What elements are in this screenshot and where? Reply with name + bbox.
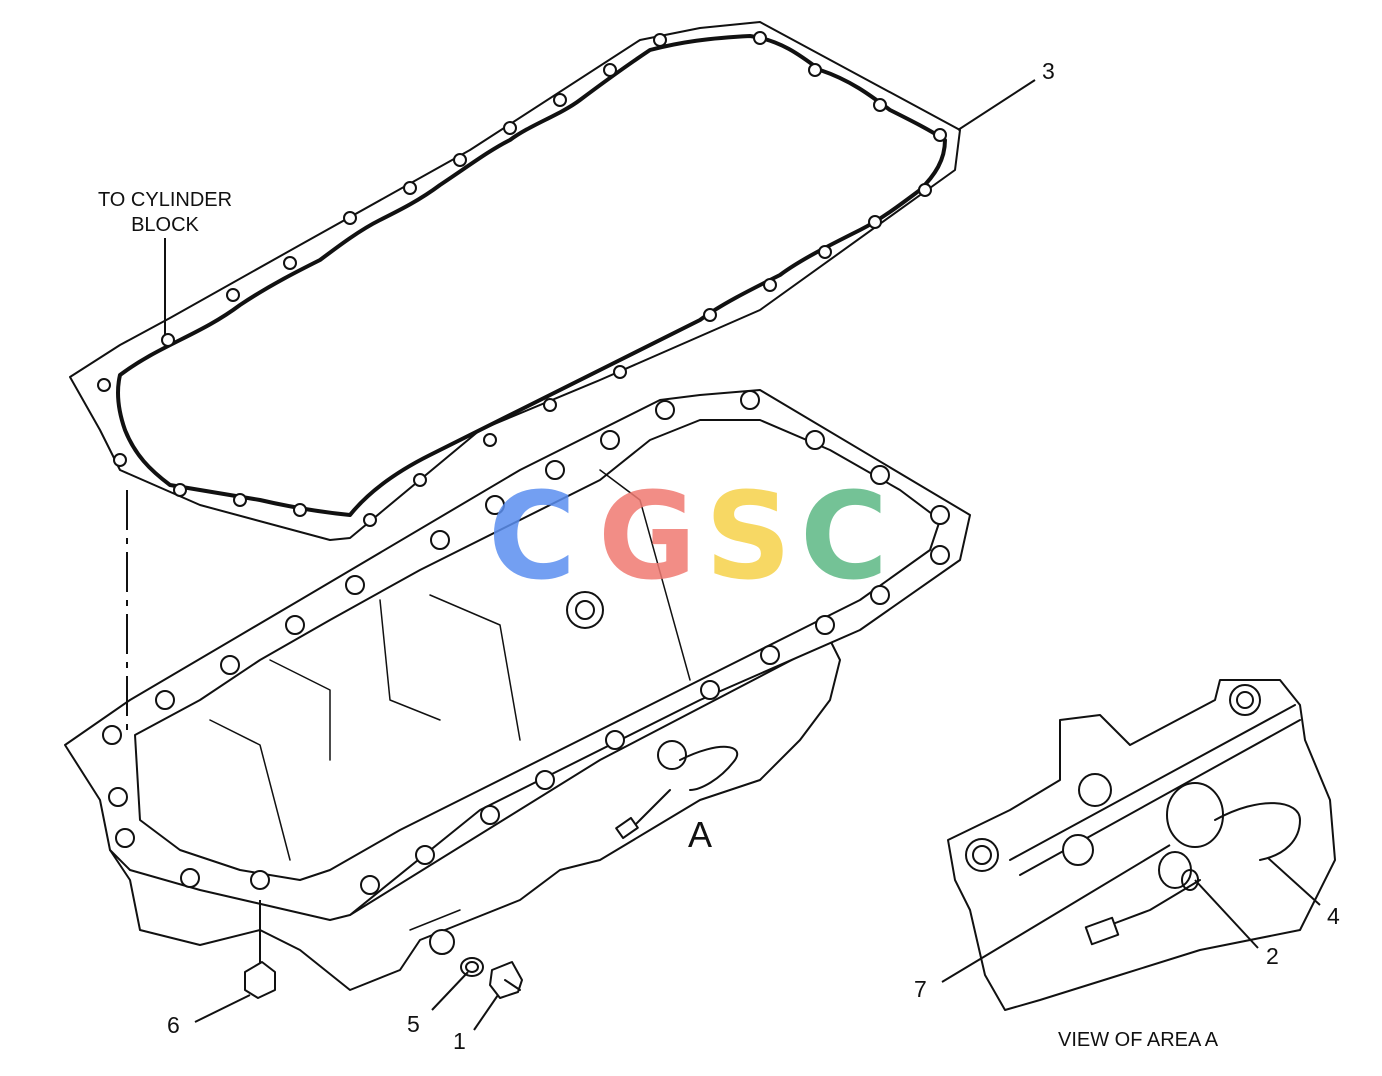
area-a-marker: A <box>688 814 712 855</box>
gasket-bolt-holes <box>97 31 947 527</box>
to-cylinder-block-line1: TO CYLINDER <box>98 189 232 211</box>
oil-pan <box>64 389 971 991</box>
watermark-letter-4: C <box>800 468 888 607</box>
gasket-inner-edge <box>115 34 947 517</box>
leader-6 <box>194 994 251 1023</box>
cgsc-watermark: C G S C <box>488 468 888 607</box>
callout-2: 2 <box>1266 943 1279 969</box>
detail-sensor-2 <box>1084 851 1201 946</box>
leader-2 <box>1194 879 1259 949</box>
watermark-letter-1: C <box>488 468 576 607</box>
callout-6: 6 <box>167 1012 180 1038</box>
callout-5: 5 <box>407 1011 420 1037</box>
oil-pickup-fitting <box>566 591 604 629</box>
leader-1 <box>473 994 499 1031</box>
callout-3: 3 <box>1042 58 1055 84</box>
oil-pan-rib-2 <box>429 594 521 741</box>
view-of-area-a-caption: VIEW OF AREA A <box>1058 1029 1219 1051</box>
oil-pan-rib-3 <box>269 659 331 761</box>
oil-pan-inner-wall <box>134 419 941 881</box>
callout-7: 7 <box>914 976 927 1002</box>
callout-4: 4 <box>1327 903 1340 929</box>
to-cylinder-block-line2: BLOCK <box>131 214 199 236</box>
oil-pan-rib-1 <box>209 719 291 861</box>
leader-3 <box>957 79 1036 131</box>
watermark-letter-3: S <box>705 468 791 607</box>
leader-4 <box>1267 857 1321 906</box>
plug-6 <box>244 900 276 999</box>
callout-1: 1 <box>453 1028 466 1054</box>
leader-7 <box>941 844 1171 983</box>
leader-5 <box>431 971 469 1011</box>
oil-pan-flange <box>64 389 971 921</box>
drain-boss <box>409 909 461 955</box>
sensor-area-a <box>615 740 738 840</box>
oil-pan-rib-4 <box>599 469 691 681</box>
oil-pan-bolt-holes <box>102 390 950 895</box>
oil-pan-rib-5 <box>379 599 441 721</box>
oil-pan-gasket <box>69 21 961 541</box>
gasket-outer-edge <box>69 21 961 541</box>
drain-plug-1 <box>489 961 523 999</box>
watermark-letter-2: G <box>598 468 697 607</box>
o-ring-seal-5 <box>460 957 484 977</box>
detail-sensor-4 <box>1166 782 1301 861</box>
